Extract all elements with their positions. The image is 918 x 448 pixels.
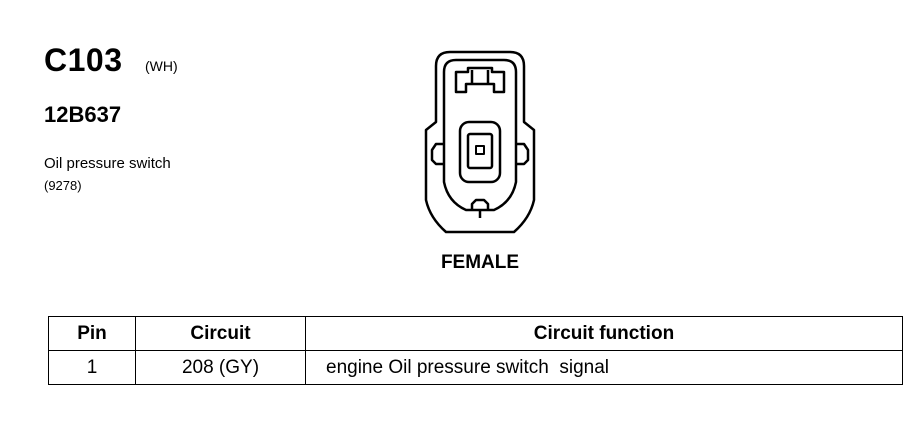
connector-housing-outline xyxy=(424,50,536,234)
connector-inner-outline xyxy=(442,58,518,212)
connector-gender-label: FEMALE xyxy=(440,252,520,273)
pin-number: 1 xyxy=(48,350,136,385)
header-circuit: Circuit xyxy=(135,316,306,351)
left-locking-tab xyxy=(430,142,444,166)
terminal-pin-1 xyxy=(475,145,485,155)
header-circuit-function: Circuit function xyxy=(305,316,903,351)
table-row: 1 208 (GY) engine Oil pressure switch si… xyxy=(48,350,903,385)
circuit-function: engine Oil pressure switch signal xyxy=(305,350,903,385)
connector-description: Oil pressure switch xyxy=(44,155,171,172)
terminal-inner xyxy=(466,132,494,170)
connector-description-code: (9278) xyxy=(44,178,82,193)
pinout-table-header-row: Pin Circuit Circuit function xyxy=(48,316,903,351)
connector-bottom-key xyxy=(470,198,490,210)
connector-color-code: (WH) xyxy=(145,58,178,74)
part-number: 12B637 xyxy=(44,102,122,127)
connector-latch xyxy=(454,66,506,94)
terminal-cavity xyxy=(458,120,502,184)
connector-id: C103 xyxy=(44,42,123,78)
circuit-code: 208 (GY) xyxy=(135,350,306,385)
connector-face-diagram xyxy=(424,50,536,234)
header-pin: Pin xyxy=(48,316,136,351)
right-locking-tab xyxy=(516,142,530,166)
pinout-table: Pin Circuit Circuit function 1 208 (GY) … xyxy=(48,316,903,385)
